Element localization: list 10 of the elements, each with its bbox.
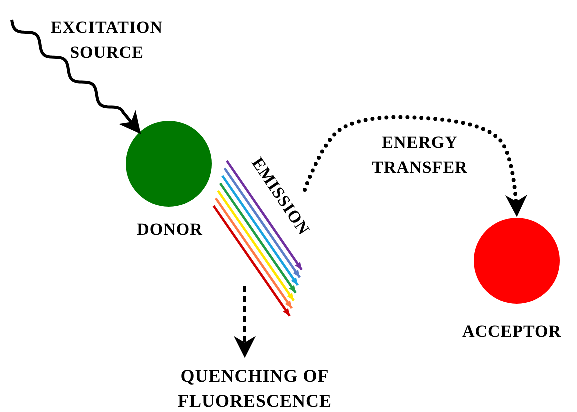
dotted-arrow bbox=[303, 115, 528, 218]
donor-label: DONOR bbox=[136, 219, 204, 241]
donor-circle bbox=[126, 121, 212, 207]
wavy-arrow bbox=[10, 20, 142, 134]
acceptor-label: ACCEPTOR bbox=[461, 321, 563, 343]
dashed-arrow bbox=[234, 286, 256, 358]
edge-label: ENERGY TRANSFER bbox=[371, 132, 469, 179]
acceptor-circle bbox=[474, 218, 560, 304]
edge-label: EXCITATION SOURCE bbox=[50, 17, 164, 64]
result-text: QUENCHING OF FLUORESCENCE bbox=[150, 364, 360, 412]
